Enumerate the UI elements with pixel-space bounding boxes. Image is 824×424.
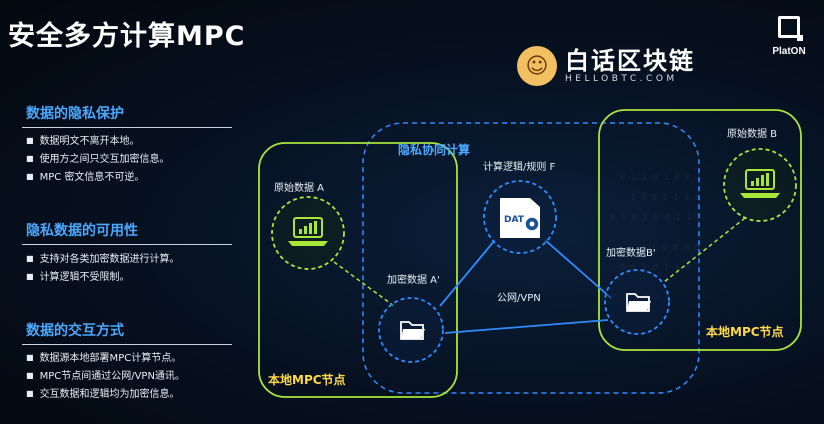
cat-mascot-icon: ☺ xyxy=(517,46,557,86)
svg-text:0 1 0 1 0 0 1 1: 0 1 0 1 0 0 1 1 xyxy=(610,213,691,223)
section-divider xyxy=(22,244,232,245)
section-heading-privacy: 数据的隐私保护 xyxy=(26,106,124,122)
usability-bullet-list: 支持对各类加密数据进行计算。 计算逻辑不受限制。 xyxy=(26,251,180,287)
local-node-left-border xyxy=(258,142,458,398)
section-heading-interaction: 数据的交互方式 xyxy=(26,323,124,339)
brand-watermark: ☺ 白话区块链 HELLOBTC.COM xyxy=(517,46,695,86)
brand-name: 白话区块链 xyxy=(565,47,695,75)
list-item: 交互数据和逻辑均为加密信息。 xyxy=(26,386,185,404)
section-divider xyxy=(22,344,232,345)
privacy-zone-label: 隐私协同计算 xyxy=(398,143,471,157)
encrypted-data-b-label: 加密数据B' xyxy=(606,248,656,259)
platon-label: PlatON xyxy=(772,46,806,57)
folder-icon-a xyxy=(400,321,425,340)
laptop-chart-icon-a xyxy=(288,217,328,246)
page-title: 安全多方计算MPC xyxy=(8,21,246,52)
local-node-right-border xyxy=(598,109,802,351)
raw-data-b-label: 原始数据 B xyxy=(727,129,778,140)
platon-logo: PlatON xyxy=(764,16,814,57)
folder-icon-b xyxy=(626,293,651,312)
svg-text:1 0 0 1 1 1 0: 1 0 0 1 1 1 0 xyxy=(630,193,700,203)
raw-data-a-label: 原始数据 A xyxy=(274,183,325,194)
section-divider xyxy=(22,127,232,128)
local-mpc-node-right-label: 本地MPC节点 xyxy=(706,325,784,339)
section-heading-usability: 隐私数据的可用性 xyxy=(26,223,138,239)
platon-mark-icon xyxy=(778,16,803,41)
connector-raw-a-to-enc-a xyxy=(333,261,395,307)
svg-text:1 1 0 0 1 0: 1 1 0 0 1 0 xyxy=(640,243,700,253)
logic-rule-label: 计算逻辑/规则 F xyxy=(483,162,556,173)
connector-raw-b-to-enc-b xyxy=(663,217,746,283)
privacy-zone-border xyxy=(362,122,700,394)
list-item: 支持对各类加密数据进行计算。 xyxy=(26,251,180,269)
svg-text:0 0 1 0 1 1 0 1: 0 0 1 0 1 1 0 1 xyxy=(620,263,701,273)
list-item: 数据源本地部署MPC计算节点。 xyxy=(26,350,185,368)
list-item: MPC 密文信息不可逆。 xyxy=(26,169,170,187)
laptop-chart-icon-b xyxy=(740,169,780,198)
connector-enc-a-to-enc-b xyxy=(444,319,609,334)
privacy-bullet-list: 数据明文不离开本地。 使用方之间只交互加密信息。 MPC 密文信息不可逆。 xyxy=(26,133,170,187)
connector-logic-to-enc-b xyxy=(544,239,612,299)
list-item: 计算逻辑不受限制。 xyxy=(26,269,180,287)
interaction-bullet-list: 数据源本地部署MPC计算节点。 MPC节点间通过公网/VPN通讯。 交互数据和逻… xyxy=(26,350,185,404)
raw-data-b-node xyxy=(723,148,797,222)
brand-url: HELLOBTC.COM xyxy=(565,74,678,84)
list-item: 使用方之间只交互加密信息。 xyxy=(26,151,170,169)
list-item: MPC节点间通过公网/VPN通讯。 xyxy=(26,368,185,386)
connector-enc-a-to-logic xyxy=(439,239,496,307)
svg-text:0 1 1 0 1 0 0 1: 0 1 1 0 1 0 0 1 xyxy=(620,173,701,183)
network-label: 公网/VPN xyxy=(497,293,541,304)
encrypted-data-a-label: 加密数据 A' xyxy=(387,275,440,286)
list-item: 数据明文不离开本地。 xyxy=(26,133,170,151)
dat-label: DAT xyxy=(504,215,525,225)
raw-data-a-node xyxy=(271,196,345,270)
local-mpc-node-left-label: 本地MPC节点 xyxy=(268,373,346,387)
data-file-gear-icon xyxy=(500,198,540,238)
